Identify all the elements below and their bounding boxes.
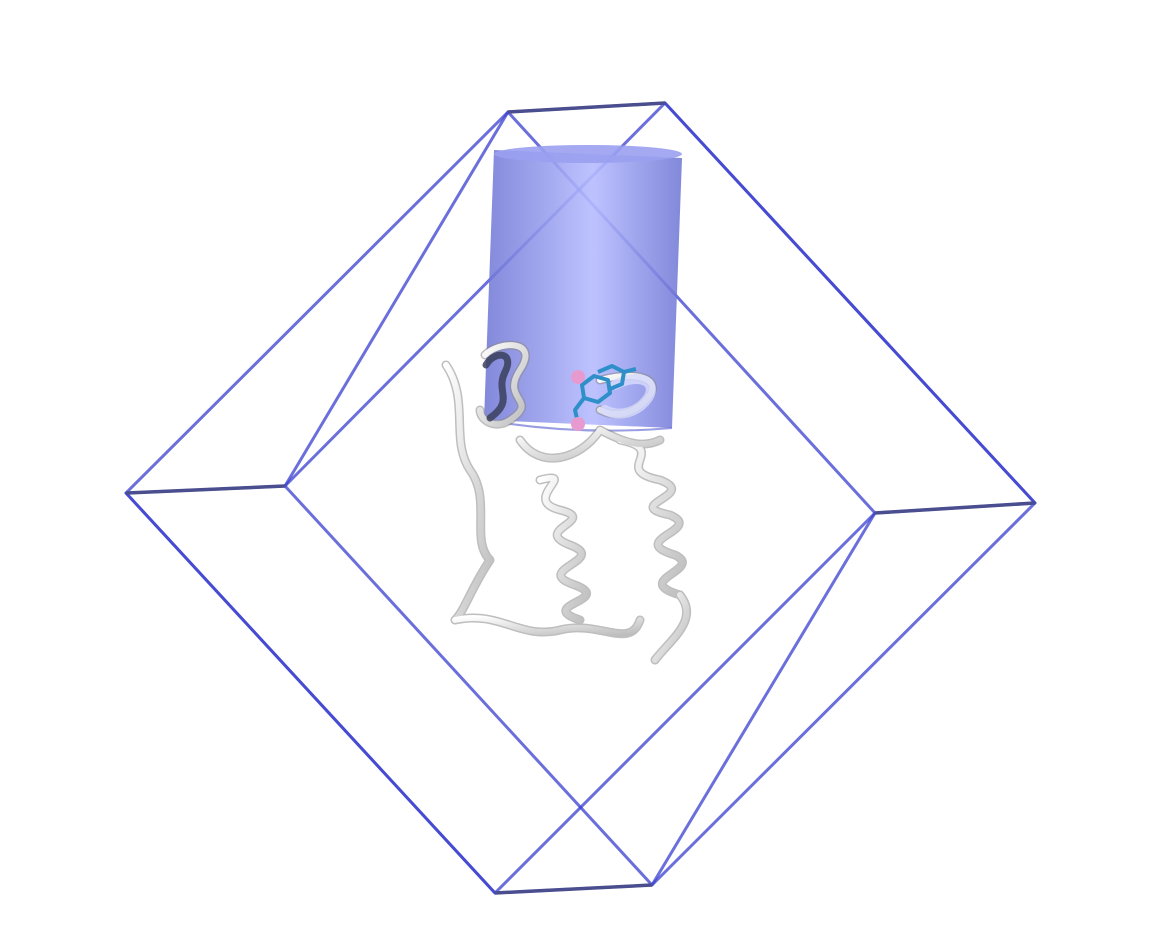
ribbon-helix — [537, 475, 590, 623]
ribbon-segment — [652, 592, 690, 663]
ligand-atom-highlight — [571, 370, 585, 384]
ribbon-helix-top — [477, 342, 529, 428]
ligand-molecule-icon — [571, 364, 637, 431]
ligand-atom-highlight — [571, 417, 585, 431]
ribbon-segment — [452, 614, 643, 637]
protein-ribbon-icon — [441, 340, 692, 665]
box-dark-edges — [125, 101, 1036, 895]
cylinder-body — [484, 150, 682, 428]
restraint-cylinder-icon — [483, 145, 682, 432]
ribbon-helix — [617, 437, 686, 598]
ligand-chain — [623, 367, 637, 374]
ribbon-segment — [443, 362, 493, 623]
cylinder-top — [494, 145, 682, 163]
ribbon-loop — [517, 427, 663, 461]
